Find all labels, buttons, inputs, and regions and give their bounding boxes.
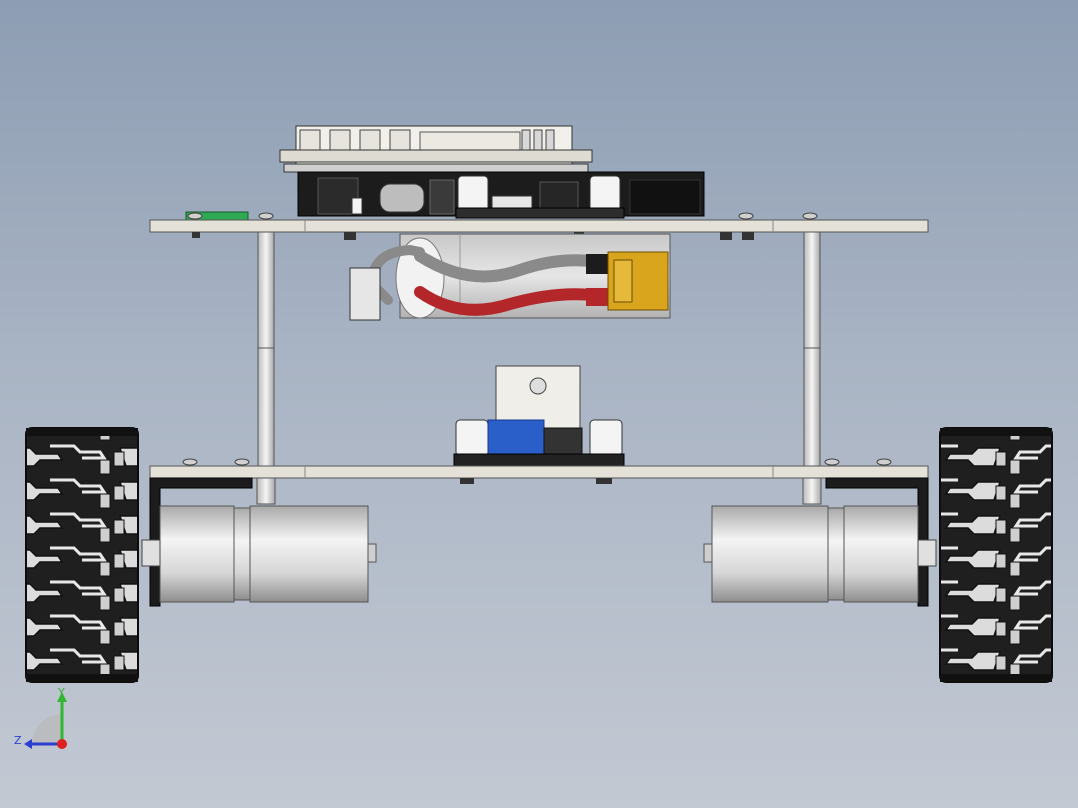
wheel-right[interactable]	[939, 427, 1053, 683]
motor-bracket-left	[149, 477, 253, 607]
wheel-left[interactable]	[25, 427, 139, 683]
standoff-left	[256, 231, 276, 505]
triad-z-label: Z	[14, 734, 22, 747]
motor-left[interactable]	[141, 505, 377, 603]
main-controller-board[interactable]	[185, 125, 705, 223]
motor-bracket-right	[825, 477, 929, 607]
view-orientation-triad-icon[interactable]: Y Z	[10, 686, 80, 756]
voltage-regulator-board[interactable]	[453, 365, 625, 467]
standoff-right	[802, 231, 822, 505]
battery-pack[interactable]	[349, 233, 671, 321]
lower-chassis-plate[interactable]	[149, 458, 929, 484]
triad-y-label: Y	[57, 686, 65, 699]
triad-origin	[57, 739, 67, 749]
motor-right[interactable]	[703, 505, 937, 603]
